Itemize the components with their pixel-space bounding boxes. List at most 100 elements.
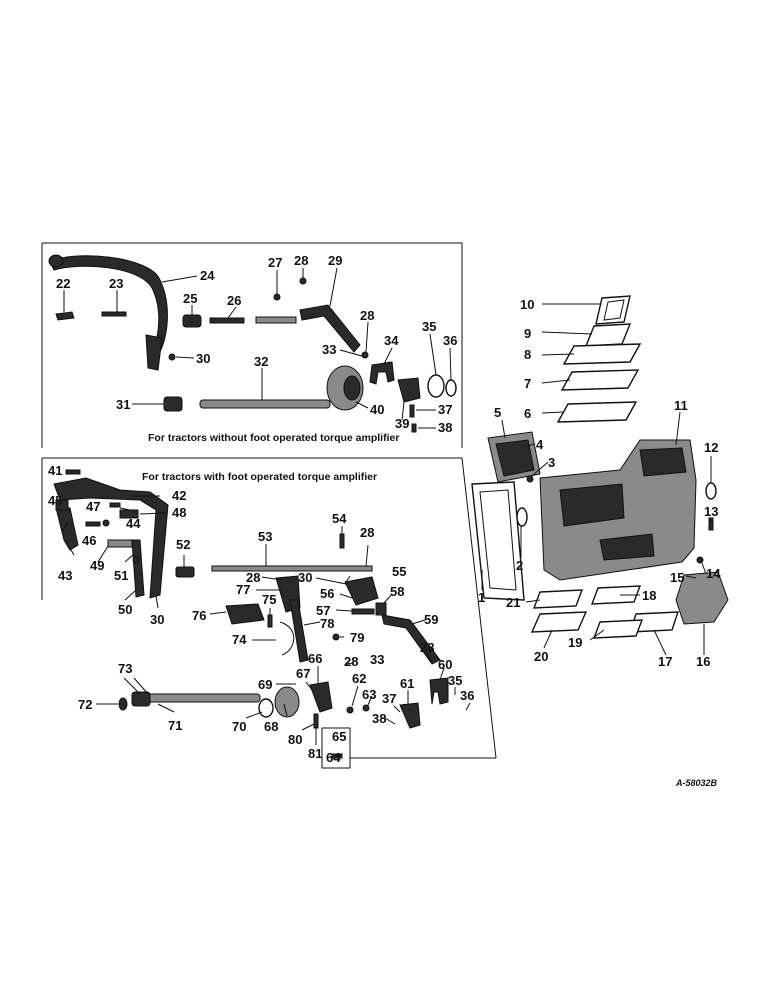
label-40: 40: [370, 402, 384, 417]
gasket-21: [532, 589, 584, 609]
pin-46: [85, 521, 101, 527]
pin-80: [313, 713, 319, 729]
lever-59: [381, 614, 441, 665]
pin-51: [132, 556, 140, 564]
label-28c: 28: [360, 525, 374, 540]
label-50: 50: [118, 602, 132, 617]
pin-30-upper: [168, 353, 176, 361]
seal-2: [516, 507, 528, 527]
rod-27: [255, 293, 297, 324]
label-38b: 38: [372, 711, 386, 726]
label-62: 62: [352, 671, 366, 686]
link-49: [107, 539, 133, 548]
block-58: [375, 602, 387, 616]
housing-11: [539, 439, 697, 581]
label-33a: 33: [322, 342, 336, 357]
label-5: 5: [494, 405, 501, 420]
gasket-plate-10: [595, 295, 631, 325]
lever-29: [299, 304, 361, 353]
label-46: 46: [82, 533, 96, 548]
fork-34: [369, 361, 395, 385]
label-38a: 38: [438, 420, 452, 435]
label-21: 21: [506, 595, 520, 610]
label-4: 4: [536, 437, 544, 452]
label-48: 48: [172, 505, 186, 520]
nut-72: [118, 697, 128, 711]
label-75: 75: [262, 592, 276, 607]
label-36b: 36: [460, 688, 474, 703]
label-76: 76: [192, 608, 206, 623]
label-29: 29: [328, 253, 342, 268]
label-2: 2: [516, 558, 523, 573]
seal-35: [427, 374, 445, 398]
lever-78: [289, 599, 309, 663]
bushing-31: [163, 396, 183, 412]
label-1: 1: [478, 590, 485, 605]
clevis-52: [175, 566, 195, 578]
label-15: 15: [670, 570, 684, 585]
caption-with-amplifier: For tractors with foot operated torque a…: [142, 471, 377, 483]
label-25: 25: [183, 291, 197, 306]
seal-36: [445, 379, 457, 397]
label-56: 56: [320, 586, 334, 601]
label-70: 70: [232, 719, 246, 734]
fork-76: [225, 603, 265, 625]
gasket-1: [471, 481, 525, 601]
cover-5: [487, 431, 541, 483]
label-34: 34: [384, 333, 399, 348]
label-33b: 33: [370, 652, 384, 667]
label-57: 57: [316, 603, 330, 618]
label-19: 19: [568, 635, 582, 650]
label-28a: 28: [294, 253, 308, 268]
label-60: 60: [438, 657, 452, 672]
frame-without-amplifier: [41, 242, 463, 448]
shaft-32: [199, 399, 331, 409]
label-6: 6: [524, 406, 531, 421]
label-69: 69: [258, 677, 272, 692]
reference-number: A-58032B: [675, 778, 718, 788]
pin-79: [332, 633, 340, 641]
label-20: 20: [534, 649, 548, 664]
pin-22: [55, 311, 75, 321]
label-80: 80: [288, 732, 302, 747]
pin-54: [339, 533, 345, 549]
label-28d: 28: [246, 570, 260, 585]
caption-without-amplifier: For tractors without foot operated torqu…: [148, 432, 399, 444]
spring-74: [279, 621, 295, 656]
pin-38: [411, 423, 417, 433]
washer-44: [102, 519, 110, 527]
label-78: 78: [320, 616, 334, 631]
label-22: 22: [56, 276, 70, 291]
leader-lines: [61, 267, 712, 757]
cover-15-16: [675, 571, 729, 625]
label-32: 32: [254, 354, 268, 369]
label-24: 24: [200, 268, 215, 283]
label-54: 54: [332, 511, 347, 526]
bolt-41: [65, 469, 81, 475]
label-44: 44: [126, 516, 141, 531]
lever-55: [344, 576, 379, 606]
arm-43: [55, 507, 79, 551]
label-7: 7: [524, 376, 531, 391]
plate-6: [556, 401, 638, 423]
label-30c: 30: [298, 570, 312, 585]
seal-70: [258, 698, 274, 718]
label-16: 16: [696, 654, 710, 669]
ring-12: [705, 482, 717, 500]
label-47: 47: [86, 499, 100, 514]
label-35a: 35: [422, 319, 436, 334]
label-73: 73: [118, 661, 132, 676]
pin-26: [209, 317, 245, 324]
rod-50: [131, 539, 145, 598]
pin-75: [267, 614, 273, 628]
label-30b: 30: [150, 612, 164, 627]
gasket-20: [530, 611, 588, 633]
part-numbers: 22 23 24 25 26 27 28 29 28 30 32 31 33 3…: [48, 253, 721, 765]
label-31: 31: [116, 397, 130, 412]
washer-33: [361, 351, 369, 359]
label-79: 79: [350, 630, 364, 645]
label-65: 65: [332, 729, 346, 744]
plate-18: [590, 585, 642, 605]
label-43: 43: [58, 568, 72, 583]
